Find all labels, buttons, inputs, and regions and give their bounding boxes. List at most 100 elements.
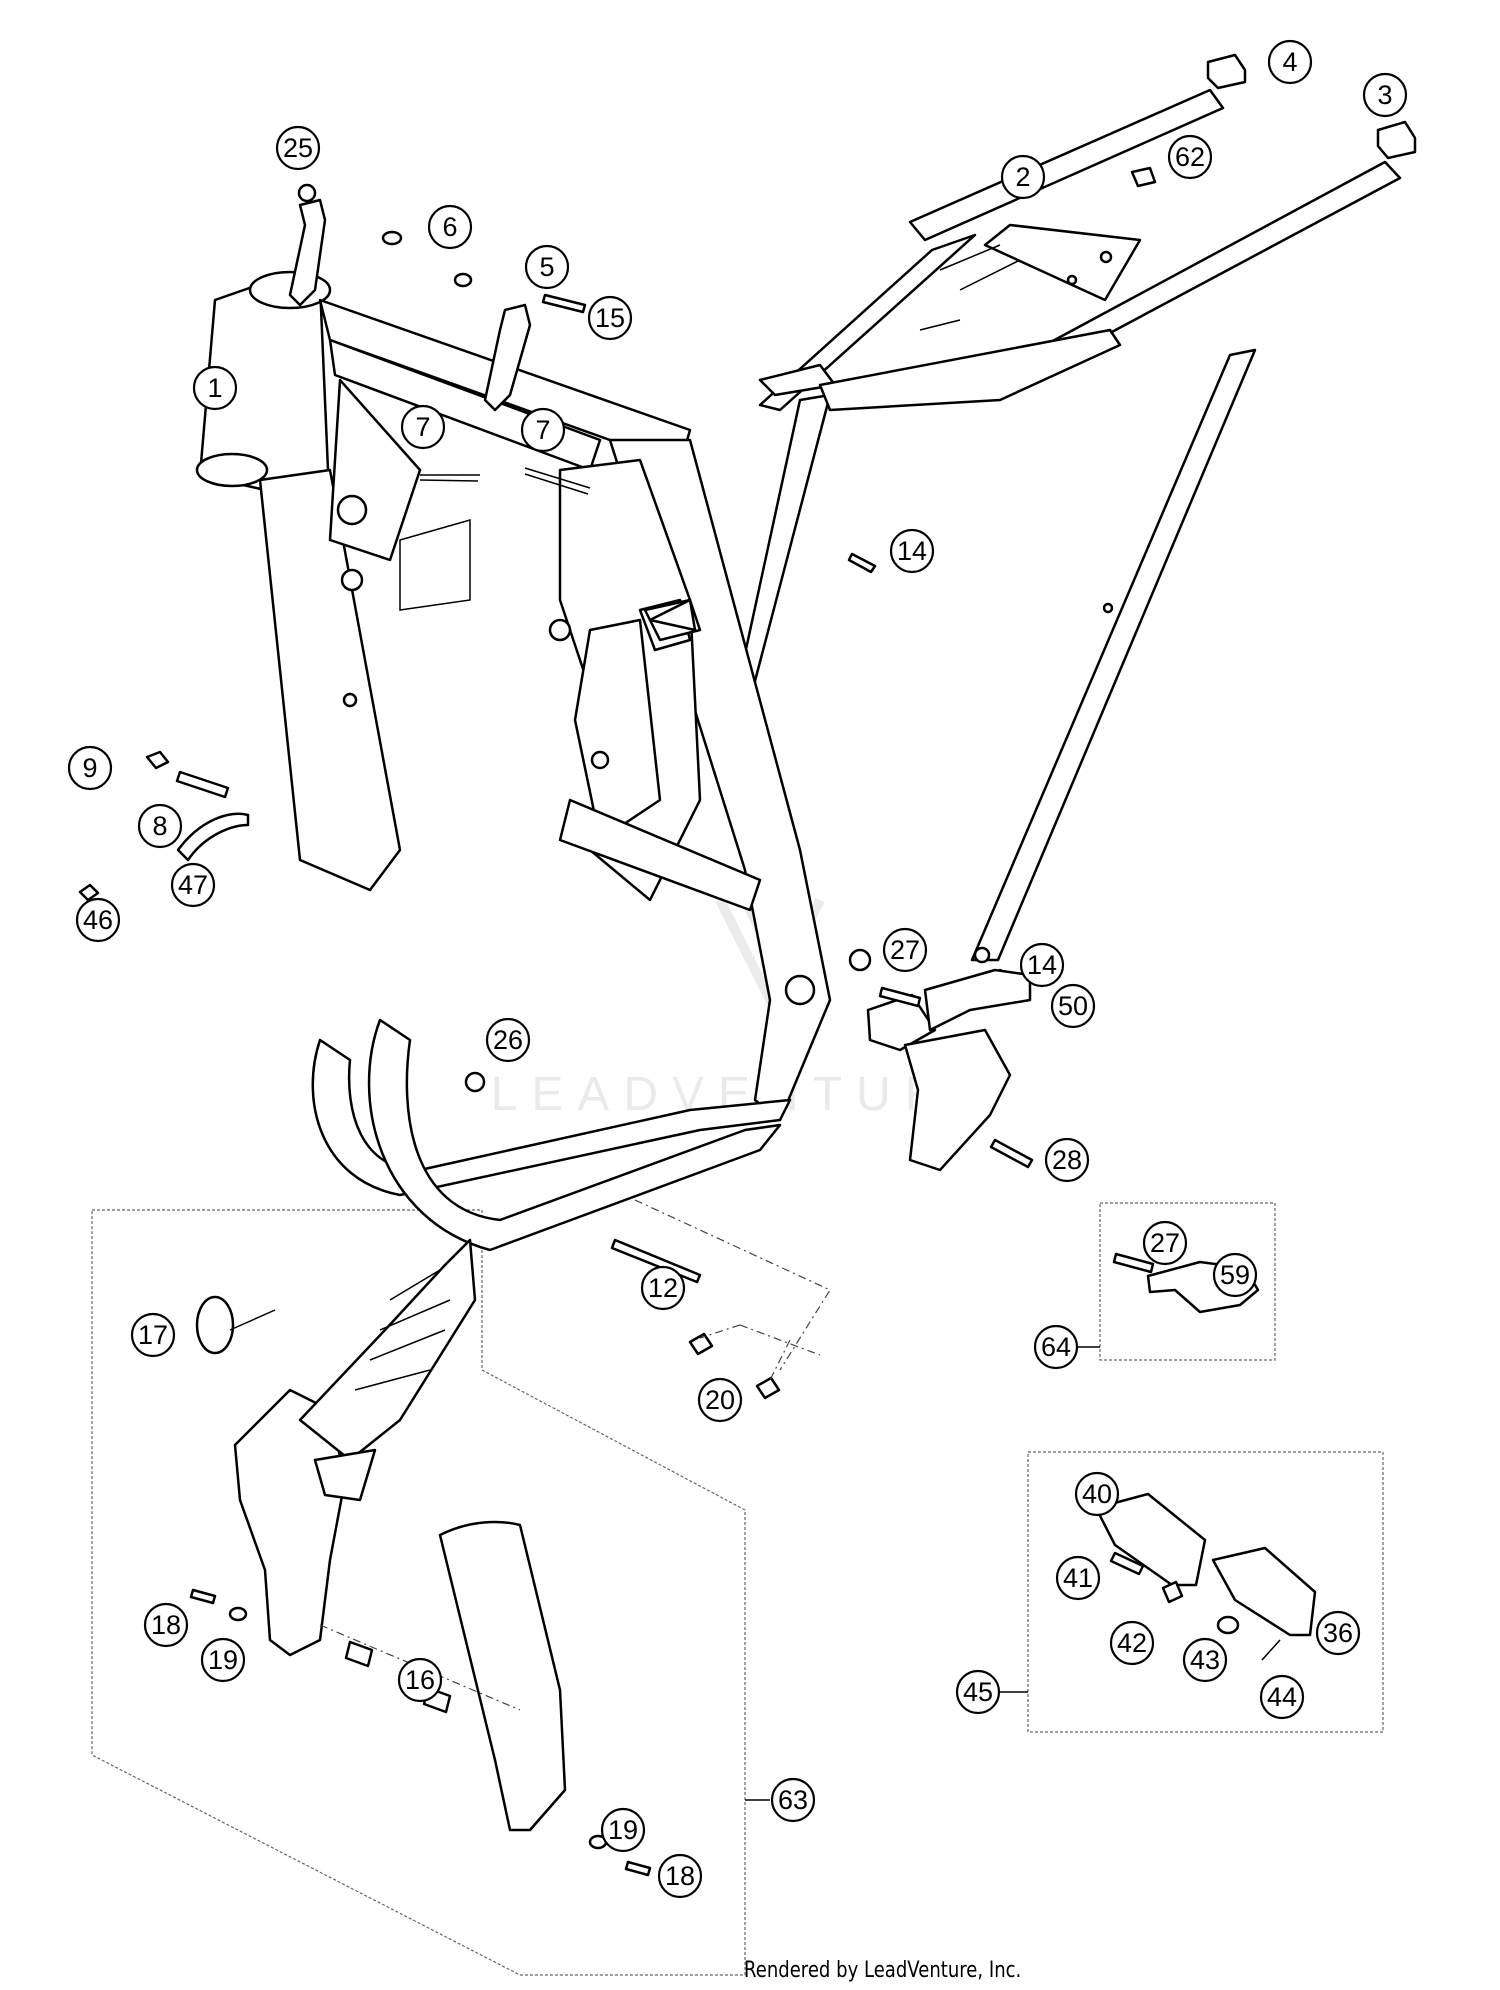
bolt-14: [847, 552, 877, 574]
bolt-27: [878, 986, 922, 1008]
svg-text:40: 40: [1082, 1479, 1112, 1509]
callout-40: 40: [1074, 1471, 1120, 1517]
callout-26: 26: [485, 1017, 531, 1063]
svg-text:44: 44: [1267, 1682, 1297, 1712]
svg-text:28: 28: [1052, 1145, 1082, 1175]
svg-text:43: 43: [1190, 1645, 1220, 1675]
callout-47: 47: [170, 862, 216, 908]
nut-20: [755, 1376, 781, 1400]
callout-43: 43: [1182, 1637, 1228, 1683]
footrest-40: [1094, 1492, 1207, 1587]
frame-guard-right: [438, 1520, 567, 1832]
callout-59: 59: [1212, 1252, 1258, 1298]
svg-text:41: 41: [1063, 1563, 1093, 1593]
nut-26: [464, 1071, 486, 1093]
spacer-16: [344, 1640, 374, 1668]
callout-25: 25: [275, 125, 321, 171]
callout-27b: 27: [1142, 1220, 1188, 1266]
svg-text:20: 20: [705, 1385, 735, 1415]
svg-text:63: 63: [778, 1785, 808, 1815]
svg-text:42: 42: [1117, 1628, 1147, 1658]
svg-text:2: 2: [1015, 162, 1030, 192]
callout-36: 36: [1315, 1610, 1361, 1656]
bolt-28: [989, 1138, 1034, 1169]
svg-text:14: 14: [897, 536, 927, 566]
callout-17: 17: [130, 1312, 176, 1358]
svg-text:17: 17: [138, 1320, 168, 1350]
bolt-27-group: [1112, 1252, 1155, 1274]
svg-text:47: 47: [178, 870, 208, 900]
cotter-pin-44: [1261, 1639, 1281, 1661]
svg-text:27: 27: [1150, 1228, 1180, 1258]
group-box-45: [1027, 1451, 1384, 1733]
svg-text:8: 8: [152, 811, 167, 841]
svg-text:64: 64: [1041, 1332, 1071, 1362]
callout-9: 9: [67, 745, 113, 791]
callout-28: 28: [1044, 1137, 1090, 1183]
callout-50: 50: [1050, 983, 1096, 1029]
hose-47: [176, 812, 250, 862]
svg-text:7: 7: [535, 415, 550, 445]
nut-25: [297, 183, 317, 203]
callout-42: 42: [1109, 1620, 1155, 1666]
svg-text:50: 50: [1058, 991, 1088, 1021]
callout-6: 6: [427, 204, 473, 250]
callout-12: 12: [640, 1265, 686, 1311]
stand-bracket-50: [866, 968, 1032, 1172]
callout-5: 5: [524, 244, 570, 290]
svg-text:6: 6: [442, 212, 457, 242]
rubber-strip-7: [524, 467, 591, 495]
nut-20: [688, 1332, 714, 1356]
group-box-64: [1099, 1202, 1276, 1361]
svg-text:18: 18: [665, 1861, 695, 1891]
callout-19a: 19: [200, 1637, 246, 1683]
svg-text:59: 59: [1220, 1260, 1250, 1290]
callout-64: 64: [1033, 1324, 1079, 1370]
engine-bracket-6: [288, 198, 327, 307]
engine-bracket-5: [483, 303, 532, 412]
spring-42: [1161, 1580, 1184, 1604]
washer-19: [228, 1606, 248, 1622]
svg-text:12: 12: [648, 1273, 678, 1303]
callout-15: 15: [587, 295, 633, 341]
grommet-62: [1130, 166, 1157, 188]
svg-text:46: 46: [83, 905, 113, 935]
callout-1: 1: [192, 365, 238, 411]
footrest-36: [1211, 1546, 1317, 1637]
callout-7b: 7: [520, 407, 566, 453]
svg-text:4: 4: [1282, 47, 1297, 77]
end-cap-4: [1206, 53, 1247, 90]
callout-3: 3: [1362, 72, 1408, 118]
callout-20: 20: [697, 1377, 743, 1423]
svg-text:36: 36: [1323, 1618, 1353, 1648]
end-cap-3: [1376, 120, 1417, 160]
svg-text:7: 7: [415, 412, 430, 442]
callout-2: 2: [1000, 154, 1046, 200]
frame-guard-left: [233, 1238, 477, 1657]
svg-text:16: 16: [405, 1665, 435, 1695]
pin-41: [1109, 1551, 1145, 1576]
svg-text:45: 45: [963, 1677, 993, 1707]
svg-text:19: 19: [608, 1815, 638, 1845]
bolt-18: [624, 1860, 652, 1877]
svg-text:3: 3: [1377, 80, 1392, 110]
callout-45: 45: [955, 1669, 1001, 1715]
svg-text:62: 62: [1175, 142, 1205, 172]
washer-43: [1216, 1615, 1240, 1635]
callout-18b: 18: [657, 1853, 703, 1899]
leader-12: [634, 1199, 831, 1371]
bolt-12: [610, 1238, 702, 1284]
svg-text:14: 14: [1027, 950, 1057, 980]
callout-27a: 27: [882, 927, 928, 973]
callout-44: 44: [1259, 1674, 1305, 1720]
callout-63: 63: [770, 1777, 816, 1823]
bolt-8: [175, 770, 230, 799]
cable-tie-17: [195, 1295, 276, 1355]
callout-41: 41: [1055, 1555, 1101, 1601]
svg-text:27: 27: [890, 935, 920, 965]
credit-text: Rendered by LeadVenture, Inc.: [744, 1958, 1022, 1983]
rubber-strip-7: [419, 474, 480, 482]
clip-46: [78, 883, 100, 902]
svg-text:15: 15: [595, 303, 625, 333]
